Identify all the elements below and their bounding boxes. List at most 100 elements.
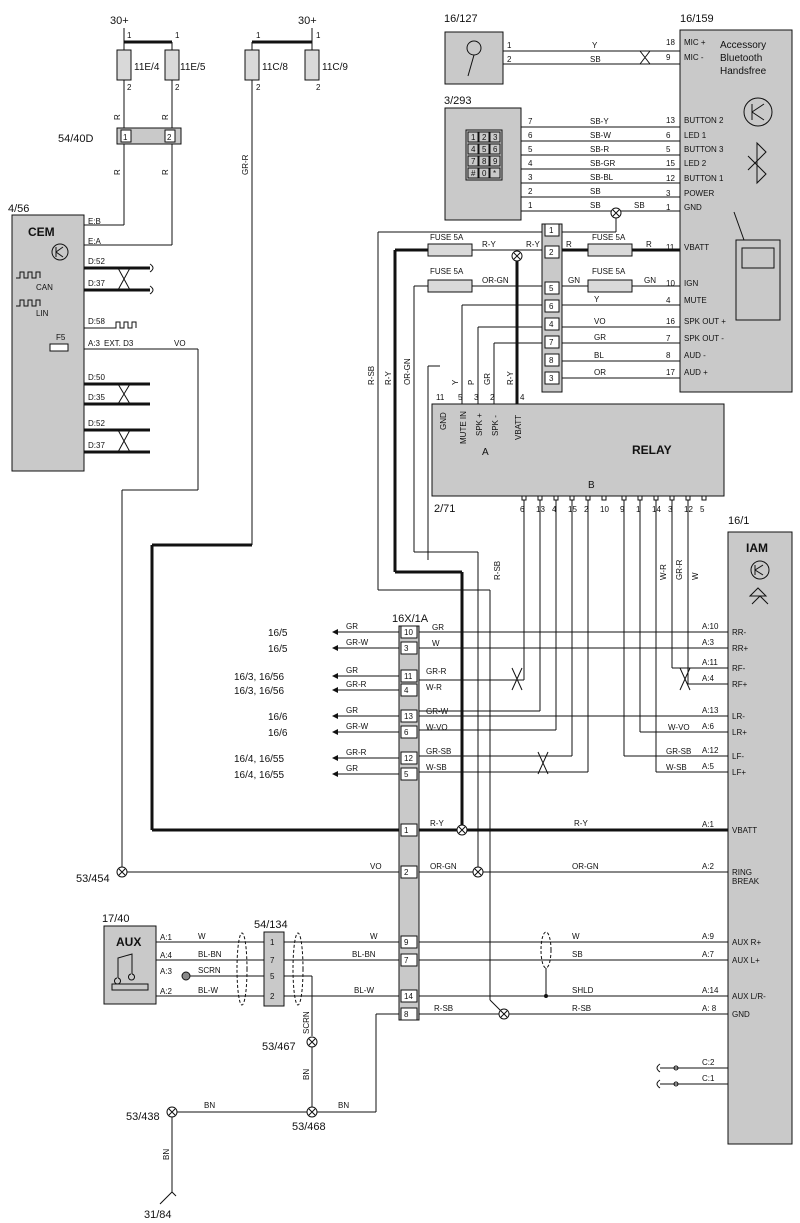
svg-text:SB-GR: SB-GR [590,159,616,168]
splice-53-467: 53/467 [262,1041,296,1053]
svg-text:5: 5 [528,145,533,154]
keypad-key-label: 6 [493,145,498,154]
conn-54134-ref: 54/134 [254,919,288,931]
relay-title: RELAY [632,443,672,457]
iam-pin-name: LR+ [732,728,747,737]
keypad-key [478,155,490,167]
supply-label-left: 30+ [110,15,129,27]
mid-connector-pin-label: 7 [549,338,554,347]
conn-16x1a-pin [400,767,418,781]
svg-text:1: 1 [528,201,533,210]
iam-pin-name: GND [732,1010,750,1019]
mid-connector-pin [544,371,560,385]
bt-pin-number: 10 [666,279,675,288]
svg-text:6: 6 [528,131,533,140]
keypad-key-label: 9 [493,157,498,166]
fuse-11e4: 11E/4 [134,62,160,73]
keypad-key [467,155,479,167]
speaker-wire-color: GR-R [346,680,367,689]
supply-label-right: 30+ [298,15,317,27]
svg-text:Y: Y [594,295,600,304]
ground-31-84: 31/84 [144,1209,172,1221]
bt-pin-name: LED 1 [684,131,707,140]
splice-53-454: 53/454 [76,873,110,885]
bt-pin-number: 8 [666,351,671,360]
svg-text:OR-GN: OR-GN [482,276,509,285]
svg-text:VBATT: VBATT [514,415,523,440]
svg-text:GR-R: GR-R [675,559,684,580]
iam-pin-number: A: 8 [702,1004,717,1013]
iam-pin-number: A:5 [702,762,715,771]
svg-text:A:2: A:2 [160,987,173,996]
relay-bottom-pin [653,495,659,501]
conn-16x1a-pin-label: 12 [404,754,413,763]
bt-pin-number: 16 [666,317,675,326]
relay-to-iam-wires: GR W GR-R W-R GR-W W-VO GR-SB W-SB W-VO … [419,500,728,775]
bt-pin-name: MUTE [684,296,707,305]
iam-ref: 16/1 [728,515,749,527]
connector-54-40d-ref: 54/40D [58,133,94,145]
keypad-key [478,167,490,179]
svg-text:1: 1 [123,133,128,142]
bt-pin-name: AUD - [684,351,706,360]
svg-text:GR: GR [432,623,444,632]
svg-text:VO: VO [174,339,186,348]
speaker-ref-label: 16/3, 16/56 [234,672,284,683]
aux-title: AUX [116,935,141,949]
conn-16x1a-pin-label: 3 [404,644,409,653]
mic-ref: 16/127 [444,13,478,25]
bt-pin-number: 7 [666,334,671,343]
svg-text:BN: BN [204,1101,215,1110]
mid-to-bt-wires: Y VO GR BL OR [562,295,680,379]
iam-module: 16/1 IAM [727,515,793,1145]
conn-16x1a-pin [400,625,418,639]
conn-16x1a-pin-label: 9 [404,938,409,947]
iam-pin-name: LF+ [732,768,746,777]
svg-text:Y: Y [592,41,598,50]
cem-title: CEM [28,225,55,239]
svg-text:OR-GN: OR-GN [403,358,412,385]
svg-text:OR-GN: OR-GN [430,862,457,871]
iam-title: IAM [746,541,768,555]
svg-text:VO: VO [594,317,606,326]
svg-text:BN: BN [338,1101,349,1110]
bt-pin-name: AUD + [684,368,708,377]
iam-pin-number: C:2 [702,1058,715,1067]
iam-pin-name: LR- [732,712,745,721]
iam-pin-number: A:2 [702,862,715,871]
svg-text:MUTE IN: MUTE IN [459,411,468,444]
svg-text:GR-W: GR-W [426,707,449,716]
relay-bottom-pin-label: 15 [568,505,577,514]
iam-pin-name: AUX L+ [732,956,760,965]
relay-bottom-pin-label: 9 [620,505,625,514]
conn-16x1a-pin [400,935,418,949]
svg-text:GN: GN [568,276,580,285]
conn-16x1a-pin [400,669,418,683]
bt-pin-number: 1 [666,203,671,212]
svg-text:Y: Y [451,379,460,385]
bt-pin-name: LED 2 [684,159,707,168]
svg-text:GR-R: GR-R [426,667,447,676]
speaker-ref-label: 16/6 [268,728,288,739]
svg-text:BL-W: BL-W [198,986,218,995]
svg-text:3: 3 [474,393,479,402]
iam-pin-name: RING [732,868,752,877]
iam-pin-number: A:13 [702,706,719,715]
fuse-11c8: 11C/8 [262,62,288,73]
bt-pin-name: MIC - [684,53,704,62]
keypad-key [489,155,501,167]
keypad-key [478,131,490,143]
bt-pin-name: MIC + [684,38,706,47]
speaker-wire-color: GR-R [346,748,367,757]
relay-bottom-pin [537,495,543,501]
speaker-wire-color: GR [346,666,358,675]
conn-16x1a-ref: 16X/1A [392,613,429,625]
svg-text:W: W [691,572,700,580]
mid-connector-pin [544,281,560,295]
relay-bottom-pin [685,495,691,501]
vbatt-ring-wires: R-Y R-Y VO OR-GN OR-GN 53/454 [76,819,728,885]
svg-text:D:58: D:58 [88,317,105,326]
